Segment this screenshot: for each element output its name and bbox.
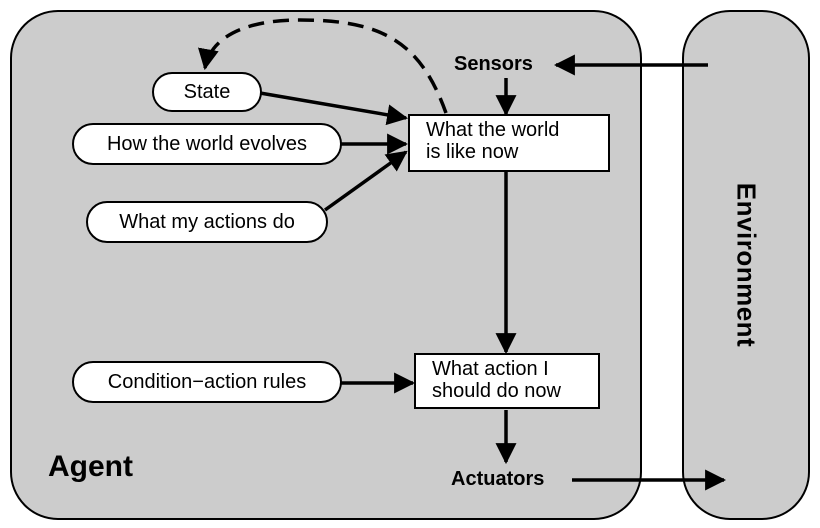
- world-now-box: What the world is like now: [408, 114, 610, 172]
- sensors-label: Sensors: [454, 53, 533, 75]
- how-world-evolves-node: How the world evolves: [72, 123, 342, 165]
- agent-title: Agent: [48, 450, 133, 483]
- condition-action-rules-node: Condition−action rules: [72, 361, 342, 403]
- state-node: State: [152, 72, 262, 112]
- environment-title: Environment: [731, 182, 762, 348]
- action-now-line-1: What action I: [432, 358, 549, 380]
- agent-panel: [10, 10, 642, 520]
- arrow-actions-to-world-now: [323, 150, 408, 212]
- actuators-label: Actuators: [451, 468, 545, 490]
- environment-panel: [682, 10, 810, 520]
- what-my-actions-do-node: What my actions do: [86, 201, 328, 243]
- world-now-line-2: is like now: [426, 141, 519, 163]
- action-now-line-2: should do now: [432, 380, 561, 402]
- arrow-world-now-to-state-dashed: [198, 18, 448, 114]
- arrow-state-to-world-now: [259, 91, 409, 126]
- world-now-line-1: What the world: [426, 119, 560, 141]
- action-now-box: What action I should do now: [414, 353, 600, 409]
